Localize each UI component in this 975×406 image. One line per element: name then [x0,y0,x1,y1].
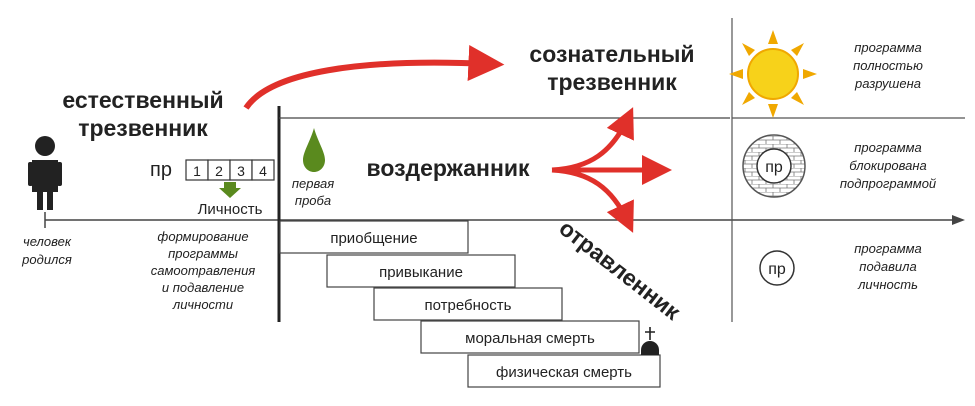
drop-icon [303,128,325,172]
cross-icon [645,327,655,340]
stage-1: приобщение [330,230,417,247]
state-2-line1: программа [854,140,922,155]
conscious-teetotaler-line2: трезвенник [547,69,677,95]
natural-teetotaler-line2: трезвенник [78,115,208,141]
stage-4: моральная смерть [465,330,595,347]
personality-label: Личность [198,201,263,218]
state-3-line1: программа [854,241,922,256]
stage-2: привыкание [379,264,463,281]
down-arrow-icon [219,182,241,198]
poisoned-label: отравленник [554,215,685,326]
state-2-line2: блокирована [849,158,927,173]
stage-3: потребность [425,297,512,314]
pr-prefix: пр [150,159,172,181]
natural-teetotaler-line1: естественный [62,87,223,113]
pr-circle-label-blocked: пр [765,159,783,176]
svg-text:естественный: естественный [62,87,223,113]
pr-box-3: 3 [237,163,245,179]
person-born-line1: человек [23,234,72,249]
arrow-abstainer-down [551,167,634,233]
svg-text:трезвенник: трезвенник [78,115,208,141]
stages-staircase: приобщение привыкание потребность мораль… [279,220,661,388]
state-1-line3: разрушена [854,76,921,91]
pr-boxes: 1 2 3 4 [185,159,275,181]
formation-line5: личности [172,297,233,312]
state-1-line1: программа [854,40,922,55]
timeline-arrowhead [952,215,965,225]
formation-line4: и подавление [162,280,244,295]
person-born-line2: родился [21,252,72,267]
arrow-natural-to-conscious [243,45,505,110]
pr-box-4: 4 [259,163,267,179]
sun-icon [729,30,817,118]
stage-5: физическая смерть [496,364,632,381]
first-try-line2: проба [295,193,331,208]
pr-box-1: 1 [193,163,201,179]
pr-box-2: 2 [215,163,223,179]
pr-circle-icon: пр [759,250,795,286]
state-3-line2: подавила [859,259,916,274]
formation-line2: программы [168,246,238,261]
arrow-abstainer-up [551,107,634,173]
formation-line3: самоотравления [151,263,256,278]
pr-circle-label-suppressed: пр [768,261,786,278]
state-2-line3: подпрограммой [840,176,936,191]
first-try-line1: первая [292,176,334,191]
brick-circle-icon: пр [742,134,806,198]
state-3-line3: личность [857,277,918,292]
grave-icon [641,341,659,355]
formation-line1: формирование [157,229,248,244]
person-icon [28,136,62,210]
abstainer-label: воздержанник [367,155,530,181]
conscious-teetotaler-line1: сознательный [529,41,694,67]
state-1-line2: полностью [853,58,923,73]
